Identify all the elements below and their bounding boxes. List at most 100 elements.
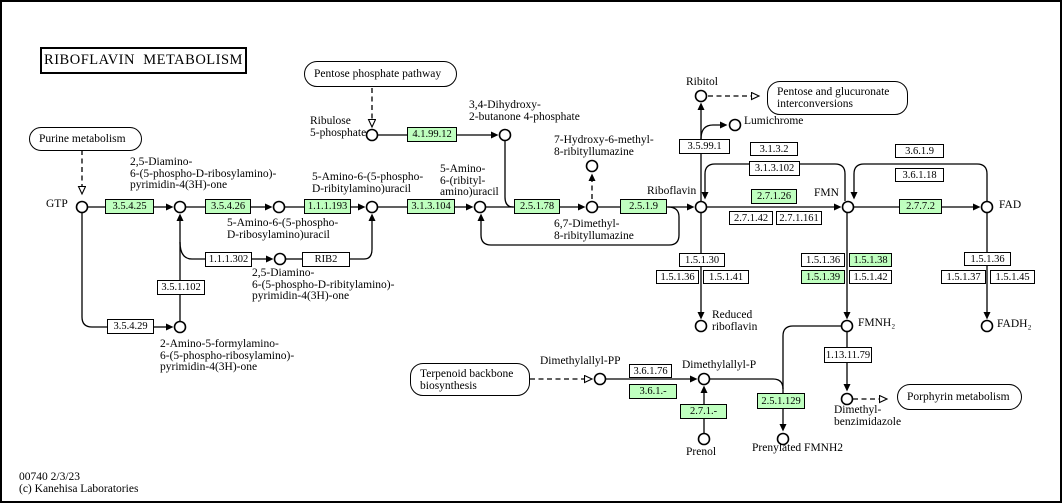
map-number: 00740 2/3/23 [19, 471, 81, 483]
compound-2-amino-5-formylamino-6-5-phospho-ribosylamino-pyrimidin-4-3h-one[interactable] [173, 320, 187, 334]
enzyme-box-3.1.3.102[interactable]: 3.1.3.102 [749, 161, 800, 176]
compound-riboflavin[interactable] [694, 200, 708, 214]
enzyme-box-3.1.3.2[interactable]: 3.1.3.2 [750, 142, 798, 156]
label-ribulose-5-phosphate: Ribulose 5-phosphate [310, 115, 367, 139]
label-fmn: FMN [814, 187, 839, 199]
compound-7-hydroxy-6-methyl-8-ribityllumazine[interactable] [585, 159, 599, 173]
label-dihydroxy-butanone-phosphate: 3,4-Dihydroxy- 2-butanone 4-phosphate [469, 99, 580, 123]
compound-3-4-dihydroxy-2-butanone-4-phosphate[interactable] [498, 128, 512, 142]
label-diamino-phospho-ribitylamino-pyrimidinone: 2,5-Diamino- 6-(5-phospho-D-ribitylamino… [252, 267, 395, 302]
enzyme-box-2.7.1.-[interactable]: 2.7.1.- [680, 404, 727, 419]
enzyme-box-3.5.4.29[interactable]: 3.5.4.29 [107, 319, 154, 334]
enzyme-box-1.13.11.79[interactable]: 1.13.11.79 [824, 347, 872, 363]
compound-prenol[interactable] [697, 432, 711, 446]
label-gtp: GTP [46, 198, 68, 210]
enzyme-box-1.5.1.36[interactable]: 1.5.1.36 [801, 253, 845, 267]
enzyme-box-1.5.1.38[interactable]: 1.5.1.38 [849, 253, 892, 267]
label-fadh2: FADH₂ [997, 318, 1032, 330]
edge-rib2-up-to-main [350, 213, 376, 260]
enzyme-box-3.5.1.102[interactable]: 3.5.1.102 [157, 280, 205, 295]
enzyme-box-1.5.1.36[interactable]: 1.5.1.36 [656, 270, 699, 284]
label-reduced-riboflavin: Reduced riboflavin [712, 309, 758, 333]
label-hydroxy-methyl-ribityllumazine: 7-Hydroxy-6-methyl- 8-ribityllumazine [554, 134, 654, 158]
enzyme-box-1.5.1.39[interactable]: 1.5.1.39 [801, 270, 845, 284]
enzyme-box-2.7.7.2[interactable]: 2.7.7.2 [899, 199, 942, 214]
copyright: (c) Kanehisa Laboratories [19, 483, 139, 495]
compound-ribulose-5-phosphate[interactable] [365, 128, 379, 142]
edge-gtp-to-3.5.4.29 [81, 213, 107, 328]
edge-fmnh2-to-prenylated-fmnh2 [779, 325, 841, 432]
pathway-title: RIBOFLAVIN METABOLISM [40, 47, 247, 74]
label-amino-phospho-ribitylamino-uracil: 5-Amino-6-(5-phospho- D-ribitylamino)ura… [312, 171, 424, 195]
enzyme-box-1.5.1.36[interactable]: 1.5.1.36 [964, 252, 1011, 266]
compound-fmn[interactable] [841, 200, 855, 214]
pathway-link-pentose-phosphate-pathway[interactable]: Pentose phosphate pathway [304, 61, 457, 87]
compound-nodes-layer [75, 89, 994, 446]
enzyme-box-RIB2[interactable]: RIB2 [302, 252, 350, 267]
enzyme-box-1.1.1.193[interactable]: 1.1.1.193 [304, 199, 351, 214]
label-dimethylallyl-p: Dimethylallyl-P [682, 359, 757, 371]
label-lumichrome: Lumichrome [744, 115, 804, 127]
label-fmnh2: FMNH₂ [858, 317, 896, 329]
pathway-link-terpenoid-backbone-biosynthesis[interactable]: Terpenoid backbone biosynthesis [410, 363, 530, 396]
enzyme-box-3.1.3.104[interactable]: 3.1.3.104 [407, 199, 455, 214]
enzyme-box-3.6.1.18[interactable]: 3.6.1.18 [895, 168, 944, 182]
edge-dimethylallyl-p-to-2.5.1.129 [710, 378, 784, 390]
enzyme-box-2.7.1.26[interactable]: 2.7.1.26 [751, 189, 797, 204]
compound-2-5-diamino-6-5-phospho-d-ribosylamino-pyrimidin-4-3h-one[interactable] [173, 200, 187, 214]
compound-5-amino-6-5-phospho-d-ribosylamino-uracil[interactable] [272, 200, 286, 214]
compound-5-amino-6-5-phospho-d-ribitylamino-uracil[interactable] [365, 200, 379, 214]
label-prenylated-fmnh2: Prenylated FMNH2 [752, 442, 844, 454]
compound-gtp[interactable] [75, 200, 89, 214]
compound-dimethylallyl-pp[interactable] [593, 372, 607, 386]
enzyme-box-1.5.1.42[interactable]: 1.5.1.42 [849, 270, 892, 284]
compound-lumichrome[interactable] [728, 118, 742, 132]
enzyme-box-3.6.1.9[interactable]: 3.6.1.9 [895, 144, 944, 158]
edge-to-lumichrome [700, 121, 728, 140]
compound-fadh2[interactable] [980, 319, 994, 333]
label-diamino-phospho-ribosylamino-pyrimidinone: 2,5-Diamino- 6-(5-phospho-D-ribosylamino… [130, 156, 277, 191]
enzyme-box-1.5.1.30[interactable]: 1.5.1.30 [679, 253, 725, 267]
edge-branch-to-1.1.1.302 [179, 241, 205, 260]
compound-reduced-riboflavin[interactable] [694, 319, 708, 333]
enzyme-box-1.1.1.302[interactable]: 1.1.1.302 [205, 252, 252, 267]
label-dimethylallyl-pp: Dimethylallyl-PP [540, 355, 621, 367]
enzyme-box-2.7.1.161[interactable]: 2.7.1.161 [776, 211, 822, 225]
edge-dhbp-to-2.5.1.78 [504, 141, 514, 208]
compound-prenylated-fmnh2[interactable] [776, 432, 790, 446]
enzyme-box-1.5.1.37[interactable]: 1.5.1.37 [941, 270, 986, 284]
compound-fmnh2[interactable] [840, 319, 854, 333]
enzyme-box-3.5.4.25[interactable]: 3.5.4.25 [105, 199, 154, 214]
pathway-link-pentose-and-glucuronate-interconversions[interactable]: Pentose and glucuronate interconversions [767, 81, 908, 115]
compound-ribitol[interactable] [694, 89, 708, 103]
enzyme-box-3.5.4.26[interactable]: 3.5.4.26 [205, 199, 251, 214]
compound-5-amino-6-ribitylamino-uracil[interactable] [473, 200, 487, 214]
label-amino-ribitylamino-uracil: 5-Amino- 6-(ribityl- amino)uracil [440, 163, 499, 198]
enzyme-box-3.6.1.76[interactable]: 3.6.1.76 [629, 364, 672, 378]
compound-dimethylbenzimidazole[interactable] [840, 392, 854, 406]
enzyme-box-2.7.1.42[interactable]: 2.7.1.42 [729, 211, 773, 225]
pathway-link-purine-metabolism[interactable]: Purine metabolism [29, 127, 142, 151]
label-ribitol: Ribitol [686, 76, 718, 88]
enzyme-box-2.5.1.78[interactable]: 2.5.1.78 [514, 199, 560, 214]
enzyme-box-2.5.1.129[interactable]: 2.5.1.129 [757, 393, 805, 409]
label-amino-phospho-ribosylamino-uracil: 5-Amino-6-(5-phospho- D-ribosylamino)ura… [227, 217, 339, 241]
label-dimethyl-ribityllumazine: 6,7-Dimethyl- 8-ribityllumazine [554, 218, 634, 242]
enzyme-box-2.5.1.9[interactable]: 2.5.1.9 [620, 199, 667, 214]
compound-dimethylallyl-p[interactable] [697, 372, 711, 386]
enzyme-box-3.5.99.1[interactable]: 3.5.99.1 [679, 139, 730, 154]
enzyme-box-1.5.1.45[interactable]: 1.5.1.45 [990, 270, 1035, 284]
label-amino-formylamino-pyrimidinone: 2-Amino-5-formylamino- 6-(5-phospho-ribo… [160, 338, 295, 373]
compound-2-5-diamino-6-5-phospho-d-ribitylamino-pyrimidin-4-3h-one[interactable] [273, 252, 287, 266]
pathway-link-porphyrin-metabolism[interactable]: Porphyrin metabolism [897, 384, 1022, 410]
compound-fad[interactable] [980, 200, 994, 214]
enzyme-box-4.1.99.12[interactable]: 4.1.99.12 [407, 127, 457, 142]
compound-6-7-dimethyl-8-ribityllumazine[interactable] [585, 200, 599, 214]
label-prenol: Prenol [686, 446, 717, 458]
enzyme-box-3.6.1.-[interactable]: 3.6.1.- [629, 384, 677, 399]
enzyme-box-1.5.1.41[interactable]: 1.5.1.41 [703, 270, 749, 284]
edge-fad-to-fmn-bracket [850, 163, 988, 201]
label-riboflavin: Riboflavin [647, 185, 697, 197]
